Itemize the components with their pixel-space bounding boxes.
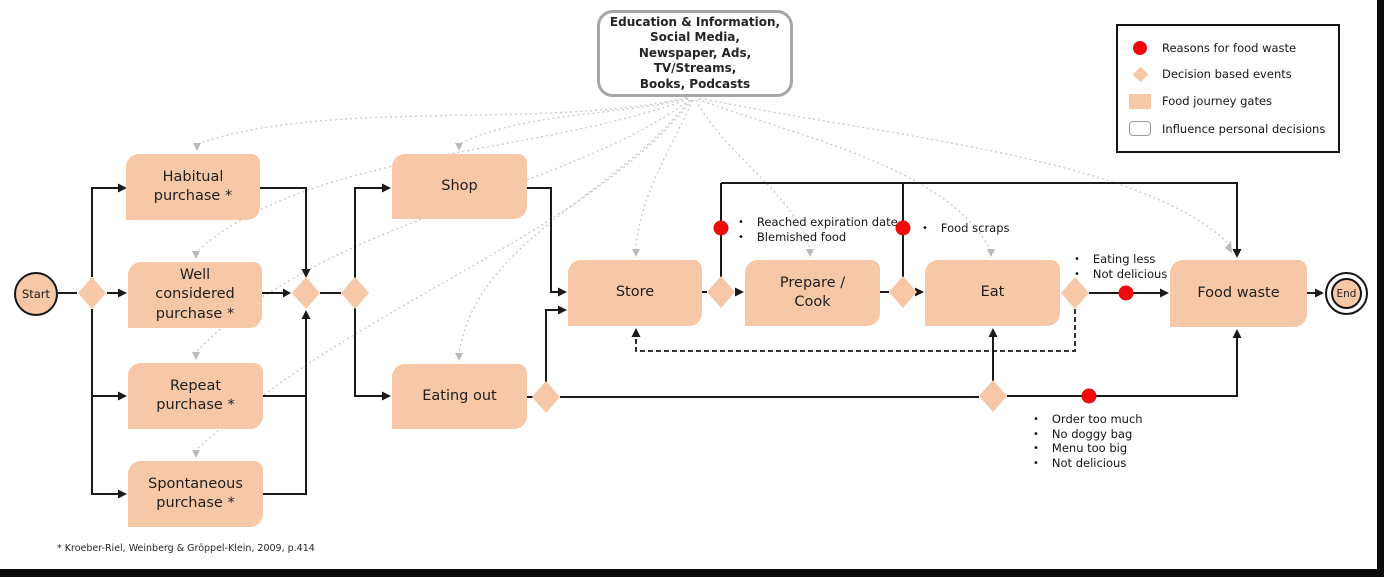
influence-line: Social Media,: [650, 30, 740, 45]
gate-eat: Eat: [925, 260, 1060, 326]
diamond-after-eat: [1061, 277, 1089, 309]
legend: Reasons for food waste Decision based ev…: [1116, 24, 1340, 153]
end-node-inner: End: [1331, 278, 1362, 309]
diamond-after-start: [78, 277, 106, 309]
diamond-after-store: [707, 276, 735, 308]
right-edge-bar: [1377, 0, 1384, 577]
gate-eating-out: Eating out: [392, 364, 527, 429]
red-circle-icon: [1133, 40, 1147, 55]
end-label: End: [1336, 287, 1357, 300]
influence-line: TV/Streams,: [653, 61, 737, 76]
flow-lines: [58, 182, 1317, 495]
gate-store: Store: [568, 260, 702, 326]
feedback-dashed-line: [635, 309, 1076, 352]
decision-diamonds: [78, 276, 1089, 413]
annotation-prepare-waste-reasons: Food scraps: [922, 221, 1010, 236]
diamond-after-prepare: [889, 276, 917, 308]
food-waste-reason-dots: [713, 220, 1134, 404]
legend-label: Decision based events: [1162, 67, 1292, 82]
gate-prepare-cook: Prepare /Cook: [745, 260, 880, 326]
legend-row-influence: Influence personal decisions: [1118, 121, 1338, 137]
influence-line: Education & Information,: [609, 14, 781, 29]
diamond-after-eating-out: [532, 381, 560, 413]
diamond-eating-out-to-eat: [979, 380, 1007, 412]
diamond-shop-or-eating-out: [341, 277, 369, 309]
influence-line: Newspaper, Ads,: [638, 45, 752, 60]
influence-line: Books, Podcasts: [639, 76, 751, 91]
legend-label: Reasons for food waste: [1162, 40, 1297, 55]
legend-label: Influence personal decisions: [1162, 121, 1326, 136]
start-label: Start: [21, 287, 51, 301]
start-node: Start: [14, 272, 58, 316]
reason-dot-store: [713, 220, 729, 236]
annotation-eat-waste-reasons: Eating less Not delicious: [1074, 252, 1167, 281]
legend-label: Food journey gates: [1162, 94, 1273, 109]
reason-dot-prepare: [895, 220, 911, 236]
end-node: End: [1325, 272, 1368, 315]
influence-sources-box: Education & Information, Social Media, N…: [597, 10, 793, 97]
reason-dot-eating-out: [1081, 388, 1097, 404]
outline-rect-icon: [1129, 121, 1151, 137]
legend-row-reasons: Reasons for food waste: [1118, 40, 1338, 55]
annotation-eating-out-waste-reasons: Order too much No doggy bag Menu too big…: [1033, 412, 1143, 470]
square-icon: [1129, 93, 1151, 109]
annotation-store-waste-reasons: Reached expiration date Blemished food: [738, 215, 898, 244]
citation-footnote: * Kroeber-Riel, Weinberg & Gröppel-Klein…: [57, 543, 315, 554]
gate-shop: Shop: [392, 154, 527, 219]
diamond-icon: [1132, 66, 1148, 82]
influence-curve-arrowheads: [192, 143, 1232, 458]
flow-arrowheads: [118, 183, 1324, 499]
legend-row-decisions: Decision based events: [1118, 66, 1338, 82]
legend-row-gates: Food journey gates: [1118, 93, 1338, 109]
gate-food-waste: Food waste: [1170, 260, 1307, 327]
reason-dot-eat: [1118, 285, 1134, 301]
bottom-edge-bar: [0, 569, 1384, 577]
diamond-purchase-merge: [292, 277, 320, 309]
